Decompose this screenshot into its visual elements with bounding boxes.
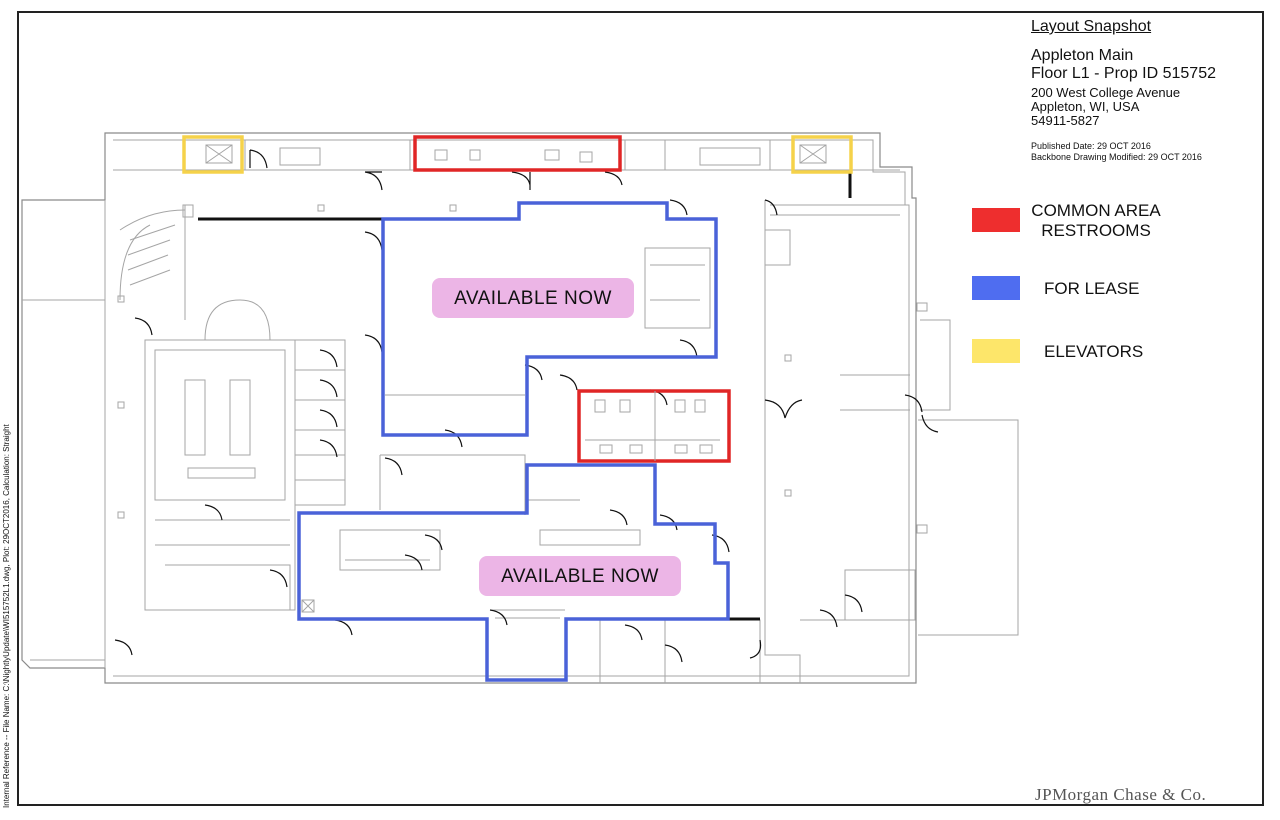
legend-label-restrooms-line2: RESTROOMS [1041,221,1151,240]
layout-title: Layout Snapshot [1031,18,1152,35]
published-date: Published Date: 29 OCT 2016 [1031,141,1151,151]
address-line-3: 54911-5827 [1031,113,1100,128]
legend-label-elevators: ELEVATORS [1044,342,1144,361]
available-now-badge-1: AVAILABLE NOW [432,278,634,318]
for-lease-areas [297,201,730,682]
svg-text:AVAILABLE NOW: AVAILABLE NOW [501,566,659,587]
legend-swatch-restrooms [972,208,1020,232]
common-area-restrooms [413,135,731,463]
svg-text:AVAILABLE NOW: AVAILABLE NOW [454,288,612,309]
property-name: Appleton Main [1031,47,1134,64]
address-line-2: Appleton, WI, USA [1031,99,1140,114]
legend-swatch-for-lease [972,276,1020,300]
drawing-frame [17,11,1264,806]
file-reference-note: Internal Reference -- File Name: C:\Nigh… [2,424,11,808]
backbone-modified-date: Backbone Drawing Modified: 29 OCT 2016 [1031,152,1202,162]
floor-prop-id: Floor L1 - Prop ID 515752 [1031,65,1216,82]
demising-walls [198,172,852,621]
elevators [182,135,853,174]
building-walls [21,132,1019,684]
legend-label-restrooms-line1: COMMON AREA [1031,201,1161,220]
legend-label-for-lease: FOR LEASE [1044,279,1140,298]
legend-swatch-elevators [972,339,1020,363]
legend-label-restrooms: COMMON AREA RESTROOMS [1026,201,1166,241]
address-line-1: 200 West College Avenue [1031,85,1181,100]
available-now-badge-2: AVAILABLE NOW [479,556,681,596]
brand-logo: JPMorgan Chase & Co. [1035,785,1207,804]
